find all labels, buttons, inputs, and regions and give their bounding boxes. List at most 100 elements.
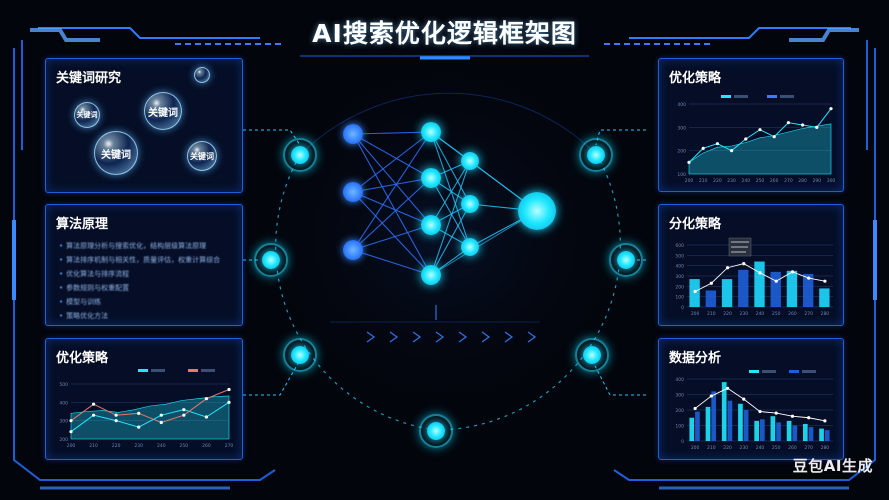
orbit-node-core (427, 422, 445, 440)
trend-point (790, 414, 795, 418)
x-tick-label: 220 (713, 178, 722, 184)
trend-point (807, 416, 811, 420)
y-tick-label: 400 (675, 264, 684, 270)
bar (808, 427, 814, 441)
nn-node-output (518, 192, 556, 230)
series-point (182, 408, 186, 412)
x-tick-label: 230 (134, 443, 143, 449)
x-tick-label: 230 (727, 178, 736, 184)
y-tick-label: 100 (675, 424, 684, 430)
nn-edge (352, 191, 432, 226)
nn-node-input (343, 240, 363, 260)
trend-point (758, 409, 762, 414)
series-point (114, 413, 118, 417)
orbit-node-mid-right (609, 243, 643, 277)
orbit-node-core (291, 346, 309, 364)
series-point (829, 107, 833, 111)
nn-edge (430, 131, 538, 212)
arrow-icon (504, 331, 514, 343)
series-point (758, 128, 762, 132)
bar (705, 290, 717, 307)
x-tick-label: 200 (685, 178, 694, 184)
x-tick-label: 210 (707, 445, 716, 451)
x-tick-label: 250 (756, 178, 765, 184)
x-tick-label: 270 (784, 178, 793, 184)
series-point (137, 411, 141, 415)
legend-label-blur (802, 370, 816, 373)
y-tick-label: 300 (675, 274, 684, 280)
orbit-node-core (587, 146, 605, 164)
keyword-bubble: 关键词 (94, 131, 138, 175)
trend-point (709, 394, 713, 398)
x-tick-label: 240 (756, 311, 765, 317)
trend-point (823, 279, 827, 283)
decorative-bubble (194, 67, 210, 83)
nn-edge (352, 191, 432, 276)
bar (824, 430, 830, 441)
x-tick-label: 240 (742, 178, 751, 184)
series-point (730, 149, 734, 153)
bar (743, 410, 749, 441)
x-tick-label: 240 (756, 445, 765, 451)
nn-edge (430, 210, 538, 276)
x-tick-label: 260 (202, 443, 211, 449)
x-tick-label: 220 (723, 311, 732, 317)
y-tick-label: 200 (675, 408, 684, 414)
series-line (70, 389, 230, 424)
legend-swatch (749, 370, 759, 373)
list-item: 算法排序机制与相关性，质量评估，权重计算综合 (59, 253, 239, 267)
y-tick-label: 100 (677, 172, 686, 178)
x-tick-label: 280 (821, 445, 830, 451)
x-tick-label: 200 (691, 311, 700, 317)
x-tick-label: 230 (739, 445, 748, 451)
series-point (786, 121, 790, 125)
legend-label-blur (734, 95, 748, 98)
arrow-icon (458, 331, 468, 343)
orbit-node-core (291, 146, 309, 164)
arrow-icon (389, 331, 399, 343)
series-point (159, 420, 163, 425)
trend-point (807, 276, 811, 280)
series-point (701, 146, 705, 150)
orbit-node-top-left (283, 138, 317, 172)
nn-edge (352, 131, 432, 135)
nn-edge (352, 133, 432, 179)
orbit-node-core (262, 251, 280, 269)
x-tick-label: 220 (112, 443, 121, 449)
bar (770, 271, 781, 307)
panel-title: 关键词研究 (56, 71, 122, 86)
trend-point (725, 386, 730, 390)
x-tick-label: 220 (723, 445, 732, 451)
bar (754, 261, 765, 307)
series-point (801, 123, 805, 127)
panel-title: 算法原理 (56, 217, 109, 232)
legend-label-blur (151, 369, 165, 372)
bar (819, 288, 830, 307)
watermark: 豆包AI生成 (792, 457, 873, 475)
nn-edge (352, 177, 432, 193)
orbit-node-core (583, 346, 601, 364)
trend-point (790, 270, 795, 274)
legend-swatch (188, 369, 198, 372)
x-tick-label: 260 (770, 178, 779, 184)
x-tick-label: 240 (157, 443, 166, 449)
list-item: 参数规则与权重配置 (59, 281, 239, 295)
legend-swatch (138, 369, 148, 372)
bar (689, 417, 695, 441)
nn-node-hidden (461, 238, 479, 256)
trend-point (742, 262, 746, 266)
trend-point (742, 397, 746, 401)
legend-swatch (789, 370, 799, 373)
series-point (204, 397, 209, 401)
bar (802, 273, 814, 307)
page-title: AI搜索优化逻辑框架图 (312, 19, 577, 48)
orbit-node-mid-left (254, 243, 288, 277)
y-tick-label: 400 (59, 400, 68, 406)
algorithm-panel: 算法原理 算法原理分析与搜索优化，结构层级算法原理 算法排序机制与相关性，质量评… (45, 204, 243, 326)
bar (738, 403, 743, 441)
